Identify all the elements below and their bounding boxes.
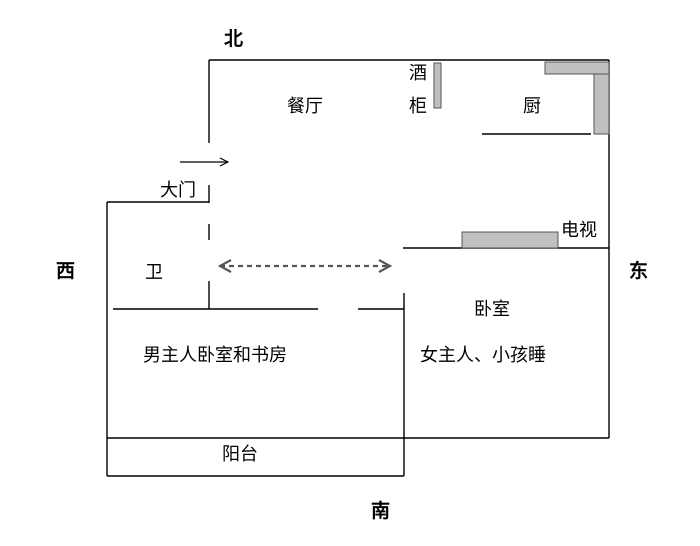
kitchen-counter-side xyxy=(593,73,610,135)
tv-label: 电视 xyxy=(561,220,597,241)
master-study-label: 男主人卧室和书房 xyxy=(143,345,287,366)
west-label: 西 xyxy=(56,260,76,282)
wine-cabinet-shape xyxy=(433,62,442,109)
north-label: 北 xyxy=(224,28,244,50)
kitchen-counter-top xyxy=(544,61,610,75)
kitchen-label: 厨 xyxy=(523,96,541,117)
east-label: 东 xyxy=(629,260,649,282)
tv-cabinet-shape xyxy=(461,231,559,249)
bathroom-label: 卫 xyxy=(145,262,163,283)
wine-cabinet-label-top: 酒 xyxy=(409,63,427,84)
main-door-label: 大门 xyxy=(160,180,196,201)
dining-room-label: 餐厅 xyxy=(287,96,323,117)
wine-cabinet-label-bottom: 柜 xyxy=(409,96,427,117)
walls xyxy=(106,59,610,477)
bedroom-occupants-label: 女主人、小孩睡 xyxy=(420,345,546,366)
south-label: 南 xyxy=(371,500,391,522)
balcony-label: 阳台 xyxy=(222,444,258,465)
fixtures xyxy=(433,61,610,249)
bedroom-label: 卧室 xyxy=(474,299,510,320)
